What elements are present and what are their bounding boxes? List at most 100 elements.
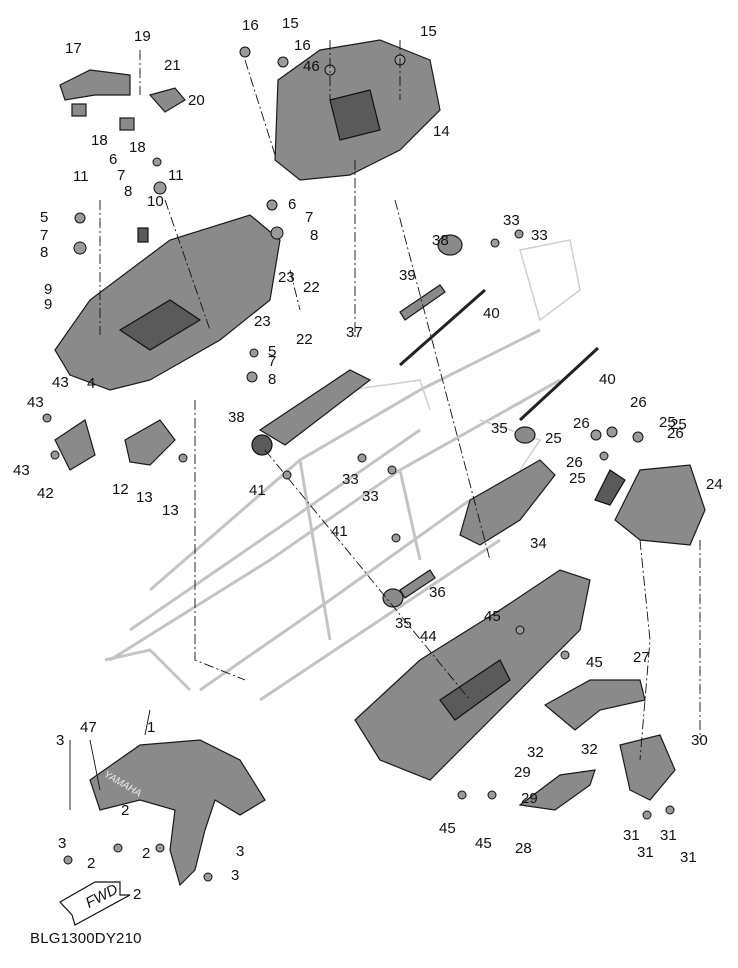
part-36-shaft bbox=[382, 569, 436, 608]
callout-2: 2 bbox=[133, 886, 141, 903]
callout-7: 7 bbox=[268, 353, 276, 370]
part-1-front-fender: YAMAHA bbox=[89, 739, 266, 887]
callout-23: 23 bbox=[278, 269, 295, 286]
callout-29: 29 bbox=[514, 764, 531, 781]
callout-10: 10 bbox=[147, 193, 164, 210]
callout-3: 3 bbox=[236, 843, 244, 860]
callout-8: 8 bbox=[310, 227, 318, 244]
callout-38: 38 bbox=[228, 409, 245, 426]
callout-22: 22 bbox=[303, 279, 320, 296]
part-42-bracket bbox=[54, 419, 96, 471]
callout-8: 8 bbox=[40, 244, 48, 261]
callout-40: 40 bbox=[483, 305, 500, 322]
part-17-bracket bbox=[59, 69, 135, 131]
part-37-tube bbox=[251, 369, 372, 456]
callout-39: 39 bbox=[399, 267, 416, 284]
callout-2: 2 bbox=[87, 855, 95, 872]
callout-30: 30 bbox=[691, 732, 708, 749]
callout-45: 45 bbox=[484, 608, 501, 625]
callout-6: 6 bbox=[288, 196, 296, 213]
callout-11: 11 bbox=[73, 168, 89, 185]
callout-13: 13 bbox=[162, 502, 179, 519]
callout-32: 32 bbox=[581, 741, 598, 758]
diagram-code: BLG1300DY210 bbox=[30, 930, 142, 947]
callout-26: 26 bbox=[566, 454, 583, 471]
callout-7: 7 bbox=[305, 209, 313, 226]
callout-2: 2 bbox=[142, 845, 150, 862]
part-20-clamp bbox=[148, 87, 186, 113]
frame-ghost bbox=[104, 239, 581, 702]
callout-4: 4 bbox=[87, 375, 95, 392]
callout-24: 24 bbox=[706, 476, 723, 493]
callout-40: 40 bbox=[599, 371, 616, 388]
callout-43: 43 bbox=[13, 462, 30, 479]
callout-19: 19 bbox=[134, 28, 151, 45]
callout-47: 47 bbox=[80, 719, 97, 736]
callout-26: 26 bbox=[630, 394, 647, 411]
callout-20: 20 bbox=[188, 92, 205, 109]
callout-41: 41 bbox=[331, 523, 348, 540]
callout-8: 8 bbox=[268, 371, 276, 388]
callout-26: 26 bbox=[667, 425, 684, 442]
callout-1: 1 bbox=[147, 719, 155, 736]
part-44-undertray bbox=[354, 569, 591, 781]
callout-31: 31 bbox=[637, 844, 654, 861]
callout-2: 2 bbox=[121, 802, 129, 819]
callout-41: 41 bbox=[249, 482, 266, 499]
callout-13: 13 bbox=[136, 489, 153, 506]
part-39-collar bbox=[399, 284, 446, 321]
part-14-cover bbox=[274, 39, 441, 181]
callout-15: 15 bbox=[420, 23, 437, 40]
callout-15: 15 bbox=[282, 15, 299, 32]
callout-35: 35 bbox=[491, 420, 508, 437]
callout-31: 31 bbox=[680, 849, 697, 866]
callout-25: 25 bbox=[670, 416, 687, 433]
callout-42: 42 bbox=[37, 485, 54, 502]
part-34-holder bbox=[459, 426, 556, 546]
fasteners bbox=[42, 46, 675, 882]
part-27-bracket bbox=[543, 679, 646, 731]
callout-9: 9 bbox=[44, 281, 52, 298]
callout-31: 31 bbox=[623, 827, 640, 844]
part-38-bush-a bbox=[437, 234, 463, 256]
part-4-tray bbox=[54, 214, 281, 391]
callout-9: 9 bbox=[44, 296, 52, 313]
callout-45: 45 bbox=[439, 820, 456, 837]
fwd-arrow-icon: FWD bbox=[59, 881, 131, 926]
callout-17: 17 bbox=[65, 40, 82, 57]
callout-22: 22 bbox=[296, 331, 313, 348]
part-40-rod-a bbox=[399, 288, 486, 367]
callout-5: 5 bbox=[40, 209, 48, 226]
callout-7: 7 bbox=[40, 227, 48, 244]
callout-25: 25 bbox=[545, 430, 562, 447]
callout-33: 33 bbox=[503, 212, 520, 229]
callout-16: 16 bbox=[294, 37, 311, 54]
callout-35: 35 bbox=[395, 615, 412, 632]
callout-31: 31 bbox=[660, 827, 677, 844]
part-24-fender bbox=[594, 464, 706, 546]
callout-23: 23 bbox=[254, 313, 271, 330]
callout-43: 43 bbox=[52, 374, 69, 391]
callout-16: 16 bbox=[242, 17, 259, 34]
callout-36: 36 bbox=[429, 584, 446, 601]
callout-3: 3 bbox=[231, 867, 239, 884]
callout-27: 27 bbox=[633, 649, 650, 666]
callout-45: 45 bbox=[586, 654, 603, 671]
callout-46: 46 bbox=[303, 58, 320, 75]
callout-33: 33 bbox=[531, 227, 548, 244]
callout-29: 29 bbox=[521, 790, 538, 807]
callout-7: 7 bbox=[117, 167, 125, 184]
callout-32: 32 bbox=[527, 744, 544, 761]
callout-5: 5 bbox=[268, 343, 276, 360]
leader-lines bbox=[69, 40, 701, 810]
callout-18: 18 bbox=[91, 132, 108, 149]
callout-33: 33 bbox=[342, 471, 359, 488]
callout-28: 28 bbox=[515, 840, 532, 857]
callout-18: 18 bbox=[129, 139, 146, 156]
callout-3: 3 bbox=[58, 835, 66, 852]
callout-labels: 1 2 2 2 2 3 3 3 3 4 5 5 6 6 7 7 7 7 8 8 … bbox=[13, 15, 723, 903]
callout-25: 25 bbox=[659, 414, 676, 431]
callout-45: 45 bbox=[475, 835, 492, 852]
